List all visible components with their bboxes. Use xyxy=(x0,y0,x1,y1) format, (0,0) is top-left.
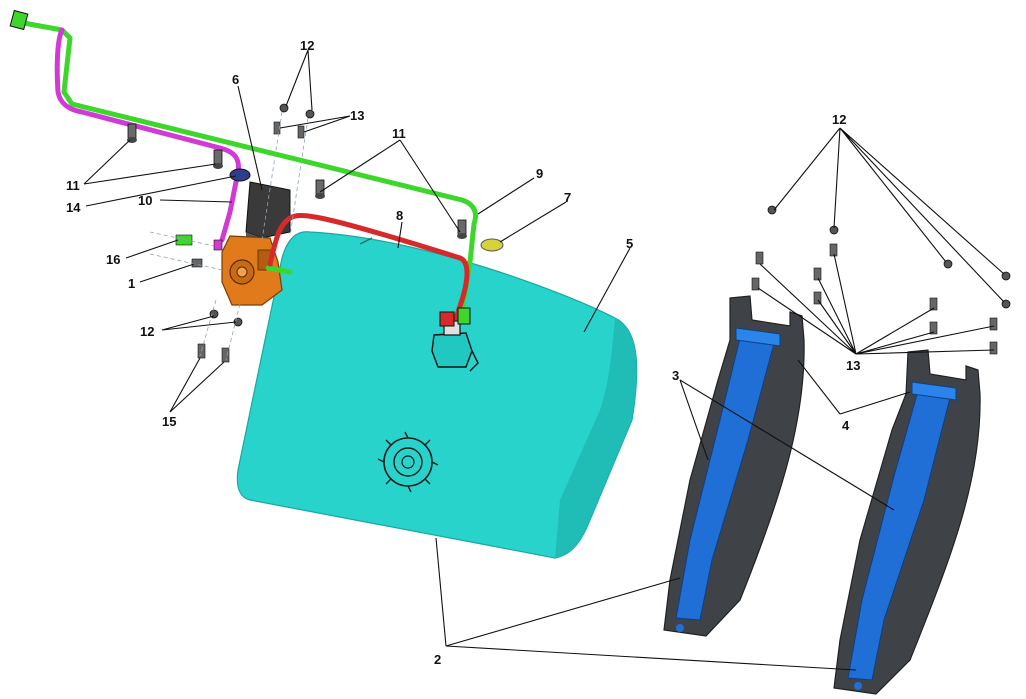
assembly-axis xyxy=(199,299,241,361)
bolt xyxy=(989,341,998,355)
callout-16: 16 xyxy=(106,252,120,267)
callout-3: 3 xyxy=(672,368,679,383)
bolt xyxy=(929,297,938,311)
bolt xyxy=(751,277,760,291)
supply-hose xyxy=(15,19,478,313)
callout-9: 9 xyxy=(536,166,543,181)
callout-14: 14 xyxy=(66,200,81,215)
vent-hose xyxy=(54,27,241,243)
callout-4: 4 xyxy=(842,418,850,433)
callout-7: 7 xyxy=(564,190,571,205)
strap-clip xyxy=(911,381,957,401)
vent-grommet xyxy=(229,168,251,182)
callout-12-lower: 12 xyxy=(140,324,154,339)
hose-clamp xyxy=(457,219,467,239)
return-fitting xyxy=(439,311,455,327)
callout-2: 2 xyxy=(434,652,441,667)
bolt xyxy=(221,347,230,363)
callout-13-top: 13 xyxy=(350,108,364,123)
callout-5: 5 xyxy=(626,236,633,251)
hose-clamp xyxy=(127,123,137,143)
callout-12-right: 12 xyxy=(832,112,846,127)
callout-6: 6 xyxy=(232,72,239,87)
fuel-pump xyxy=(221,235,283,306)
callout-12-top: 12 xyxy=(300,38,314,53)
bolt xyxy=(929,321,938,335)
bolt xyxy=(813,267,822,281)
bolt xyxy=(989,317,998,331)
callout-15: 15 xyxy=(162,414,176,429)
bolt xyxy=(813,291,822,305)
nut xyxy=(305,109,315,119)
strap-clip xyxy=(735,327,781,347)
tank-drain-cap xyxy=(377,431,439,493)
bolt xyxy=(197,343,206,359)
hose-end-connector xyxy=(9,9,29,31)
tank-side-shade xyxy=(555,318,637,558)
bolt xyxy=(297,125,305,139)
assembly-axis xyxy=(261,111,309,241)
callout-11-mid: 11 xyxy=(392,126,406,141)
tank-strap xyxy=(675,329,777,621)
tank-bracket-right xyxy=(833,349,981,695)
tank-strap xyxy=(847,383,953,681)
nut xyxy=(767,205,777,215)
callout-13-right: 13 xyxy=(846,358,860,373)
strap-bolt xyxy=(854,682,862,690)
callout-11-left: 11 xyxy=(66,178,80,193)
bolt xyxy=(191,258,203,268)
supply-hose-stub xyxy=(265,265,293,275)
bolt xyxy=(755,251,764,265)
tank-bracket-left xyxy=(663,295,805,637)
leader-lines xyxy=(83,49,1005,671)
supply-fitting xyxy=(457,307,471,325)
fitting xyxy=(175,234,193,246)
hose-clamp xyxy=(315,179,325,199)
tank-top-tab xyxy=(359,237,373,245)
assembly-axis xyxy=(149,231,223,271)
callout-8: 8 xyxy=(396,208,403,223)
fitting xyxy=(213,239,223,251)
strap-bolt xyxy=(676,624,684,632)
hose-clamp xyxy=(213,149,223,169)
return-hose xyxy=(267,213,470,321)
callout-10: 10 xyxy=(138,193,152,208)
hose-grommet xyxy=(480,238,504,252)
callout-1: 1 xyxy=(128,276,135,291)
bolt xyxy=(829,243,838,257)
fuel-tank xyxy=(236,231,638,559)
